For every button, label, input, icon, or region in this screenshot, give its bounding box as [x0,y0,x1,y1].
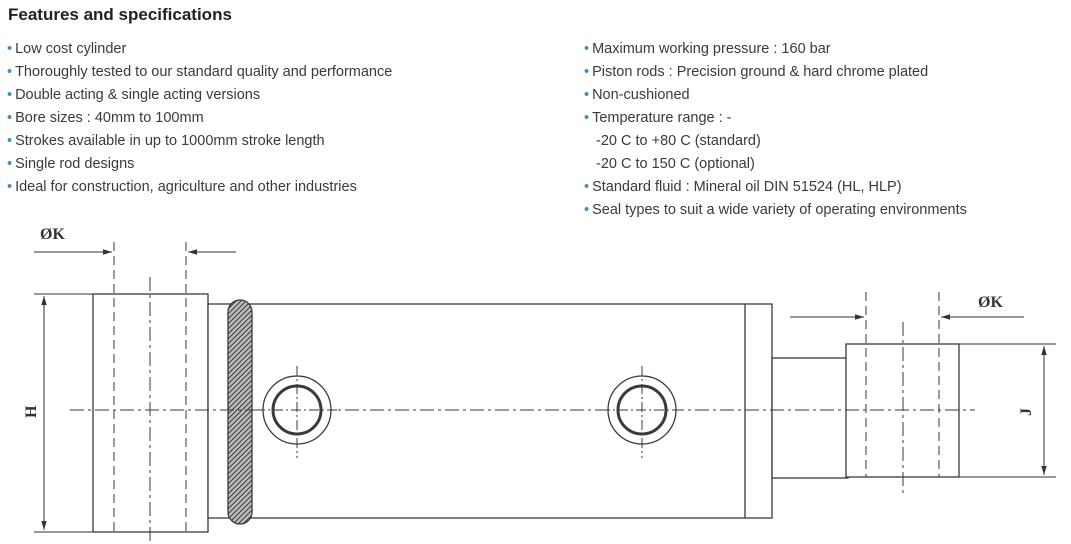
feature-item: •Double acting & single acting versions [7,84,392,107]
bullet-icon: • [584,202,590,218]
spec-item: •Seal types to suit a wide variety of op… [584,199,967,222]
spec-subitem: -20 C to +80 C (standard) [584,130,967,153]
spec-text: Standard fluid : Mineral oil DIN 51524 (… [592,179,902,195]
spec-text: -20 C to 150 C (optional) [596,156,755,172]
bullet-icon: • [584,64,590,80]
bullet-icon: • [584,110,590,126]
spec-item: •Standard fluid : Mineral oil DIN 51524 … [584,176,967,199]
spec-text: Seal types to suit a wide variety of ope… [592,202,967,218]
spec-text: Maximum working pressure : 160 bar [592,41,831,57]
spec-item: •Non-cushioned [584,84,967,107]
bullet-icon: • [7,87,13,103]
spec-item: •Maximum working pressure : 160 bar [584,38,967,61]
feature-text: Ideal for construction, agriculture and … [15,179,357,195]
bullet-icon: • [7,156,13,172]
cylinder-barrel [247,303,773,519]
feature-item: •Strokes available in up to 1000mm strok… [7,130,392,153]
bullet-icon: • [7,179,13,195]
spec-item: •Piston rods : Precision ground & hard c… [584,61,967,84]
feature-item: •Single rod designs [7,153,392,176]
piston-rod [771,357,849,479]
features-list: •Low cost cylinder •Thoroughly tested to… [7,38,392,199]
bullet-icon: • [584,87,590,103]
specifications-list: •Maximum working pressure : 160 bar •Pis… [584,38,967,222]
feature-text: Bore sizes : 40mm to 100mm [15,110,204,126]
spec-text: -20 C to +80 C (standard) [596,133,761,149]
feature-text: Thoroughly tested to our standard qualit… [15,64,393,80]
cylinder-drawing: ØK ØK H J [23,226,1056,544]
spec-subitem: -20 C to 150 C (optional) [584,153,967,176]
h-dimension-label: H [23,405,40,418]
bullet-icon: • [7,64,13,80]
bullet-icon: • [7,133,13,149]
feature-item: •Bore sizes : 40mm to 100mm [7,107,392,130]
feature-text: Double acting & single acting versions [15,87,261,103]
bullet-icon: • [584,41,590,57]
spec-item: •Temperature range : - [584,107,967,130]
spec-text: Temperature range : - [592,110,732,126]
j-dimension-label: J [1018,408,1035,416]
feature-text: Single rod designs [15,156,135,172]
bullet-icon: • [7,41,13,57]
feature-text: Strokes available in up to 1000mm stroke… [15,133,325,149]
section-title: Features and specifications [8,5,232,24]
feature-item: •Thoroughly tested to our standard quali… [7,61,392,84]
feature-text: Low cost cylinder [15,41,127,57]
port-right [600,366,684,458]
feature-item: •Ideal for construction, agriculture and… [7,176,392,199]
port-left [255,366,339,458]
feature-item: •Low cost cylinder [7,38,392,61]
bullet-icon: • [584,179,590,195]
spec-text: Piston rods : Precision ground & hard ch… [592,64,929,80]
bullet-icon: • [7,110,13,126]
k-dimension-label-right: ØK [978,294,1003,311]
spec-text: Non-cushioned [592,87,690,103]
knurled-ring [227,299,253,525]
k-dimension-label-left: ØK [40,226,65,243]
